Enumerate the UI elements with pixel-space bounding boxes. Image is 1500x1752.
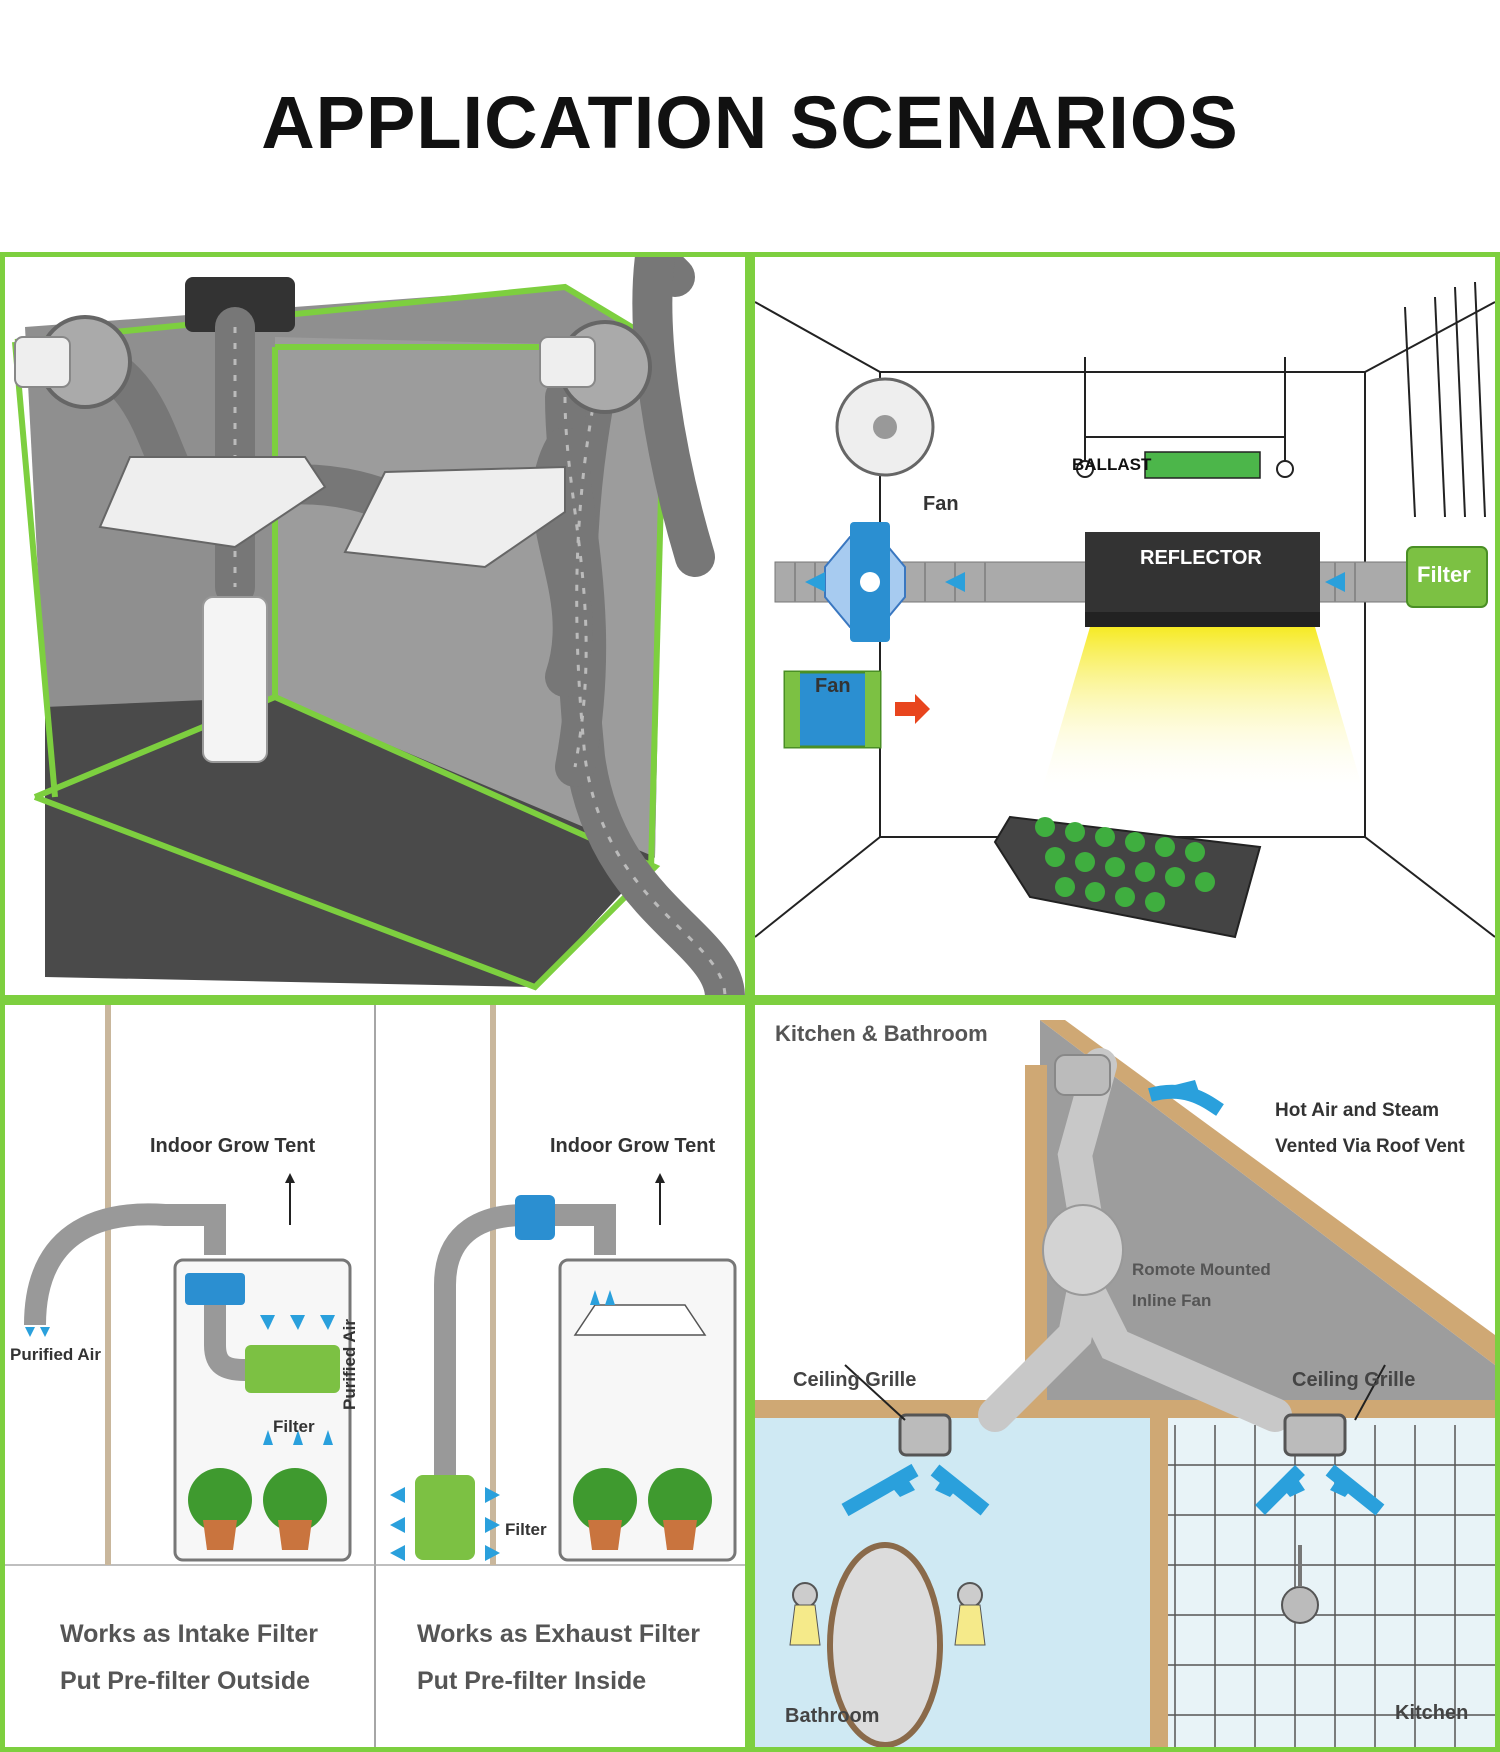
intake-filter-label: Filter: [273, 1417, 315, 1436]
light-beam: [1040, 627, 1365, 797]
panel-grow-tent: [0, 252, 750, 1000]
intake-purified-label: Purified Air: [10, 1345, 101, 1364]
inline-fan-label-1: Romote Mounted: [1132, 1260, 1271, 1279]
kitchen-bathroom-diagram: [755, 1020, 1495, 1747]
exhaust-tent-label: Indoor Grow Tent: [550, 1135, 716, 1157]
airflow-arrow-icon: [895, 694, 930, 724]
mirror: [827, 1542, 943, 1747]
ceiling-grille-left: [898, 1413, 952, 1457]
exhaust-filter-label: Filter: [505, 1520, 547, 1539]
ceiling-grille-left-label: Ceiling Grille: [793, 1369, 917, 1391]
exhaust-fan-icon: [515, 1195, 555, 1240]
filter-box: [1406, 546, 1488, 608]
grow-room-schematic: [755, 281, 1495, 939]
reflector-label: REFLECTOR: [1140, 547, 1262, 569]
inline-fan-icon: [1042, 1204, 1124, 1296]
reflector-box: [1085, 532, 1320, 622]
ballast-label: BALLAST: [1072, 455, 1152, 474]
filter-label: Filter: [1417, 562, 1471, 587]
intake-caption-1: Works as Intake Filter: [60, 1620, 318, 1648]
top-vent: [185, 277, 295, 332]
kitchen-bathroom-heading: Kitchen & Bathroom: [775, 1021, 988, 1046]
hot-air-label-1: Hot Air and Steam: [1275, 1100, 1439, 1121]
seedling-tray: [993, 815, 1262, 939]
tent-floor: [45, 697, 655, 987]
plant-right: [573, 1468, 712, 1550]
kitchen-label: Kitchen: [1395, 1702, 1469, 1724]
steam-arrow-icon: [1148, 1084, 1224, 1116]
page-title: APPLICATION SCENARIOS: [261, 81, 1239, 164]
exhaust-purified-label: Purified Air: [340, 1319, 359, 1410]
reflector-left: [98, 456, 327, 549]
intake-caption-2: Put Pre-filter Outside: [60, 1667, 311, 1695]
panel-kitchen-bathroom: Kitchen & Bathroom Hot Air and Steam Ven…: [750, 1000, 1500, 1752]
exhaust-caption-2: Put Pre-filter Inside: [417, 1667, 647, 1695]
carbon-filter: [202, 596, 268, 763]
grow-tent-illustration: [12, 257, 745, 995]
inline-fan-label-2: Inline Fan: [1132, 1291, 1212, 1310]
fan-left-label: Fan: [815, 675, 851, 697]
ceiling-grille-right-label: Ceiling Grille: [1292, 1369, 1416, 1391]
ceiling-grille-right: [1283, 1413, 1347, 1457]
reflector-right: [343, 465, 566, 569]
panel-filter-setup: Indoor Grow Tent Purified Air Filter Wor…: [0, 1000, 750, 1752]
panel-grow-room: BALLAST REFLECTOR Filter Fan Fan: [750, 252, 1500, 1000]
bathroom-label: Bathroom: [785, 1705, 880, 1727]
intake-tent-label: Indoor Grow Tent: [150, 1135, 316, 1157]
exhaust-caption-1: Works as Exhaust Filter: [417, 1620, 700, 1648]
hot-air-label-2: Vented Via Roof Vent: [1275, 1136, 1465, 1157]
shower-head-icon: [1281, 1586, 1319, 1624]
intake-filter-box: [245, 1345, 340, 1393]
fan-top-label: Fan: [923, 493, 959, 515]
exhaust-filter-box: [415, 1475, 475, 1560]
ballast-box: [1144, 451, 1261, 479]
filter-setup-diagram: [5, 1005, 745, 1747]
lamp-right-icon: [957, 1582, 983, 1608]
intake-fan-icon: [185, 1273, 245, 1305]
plant-left: [188, 1468, 327, 1550]
tent-frame: [12, 283, 668, 991]
lamp-left-icon: [792, 1582, 818, 1608]
